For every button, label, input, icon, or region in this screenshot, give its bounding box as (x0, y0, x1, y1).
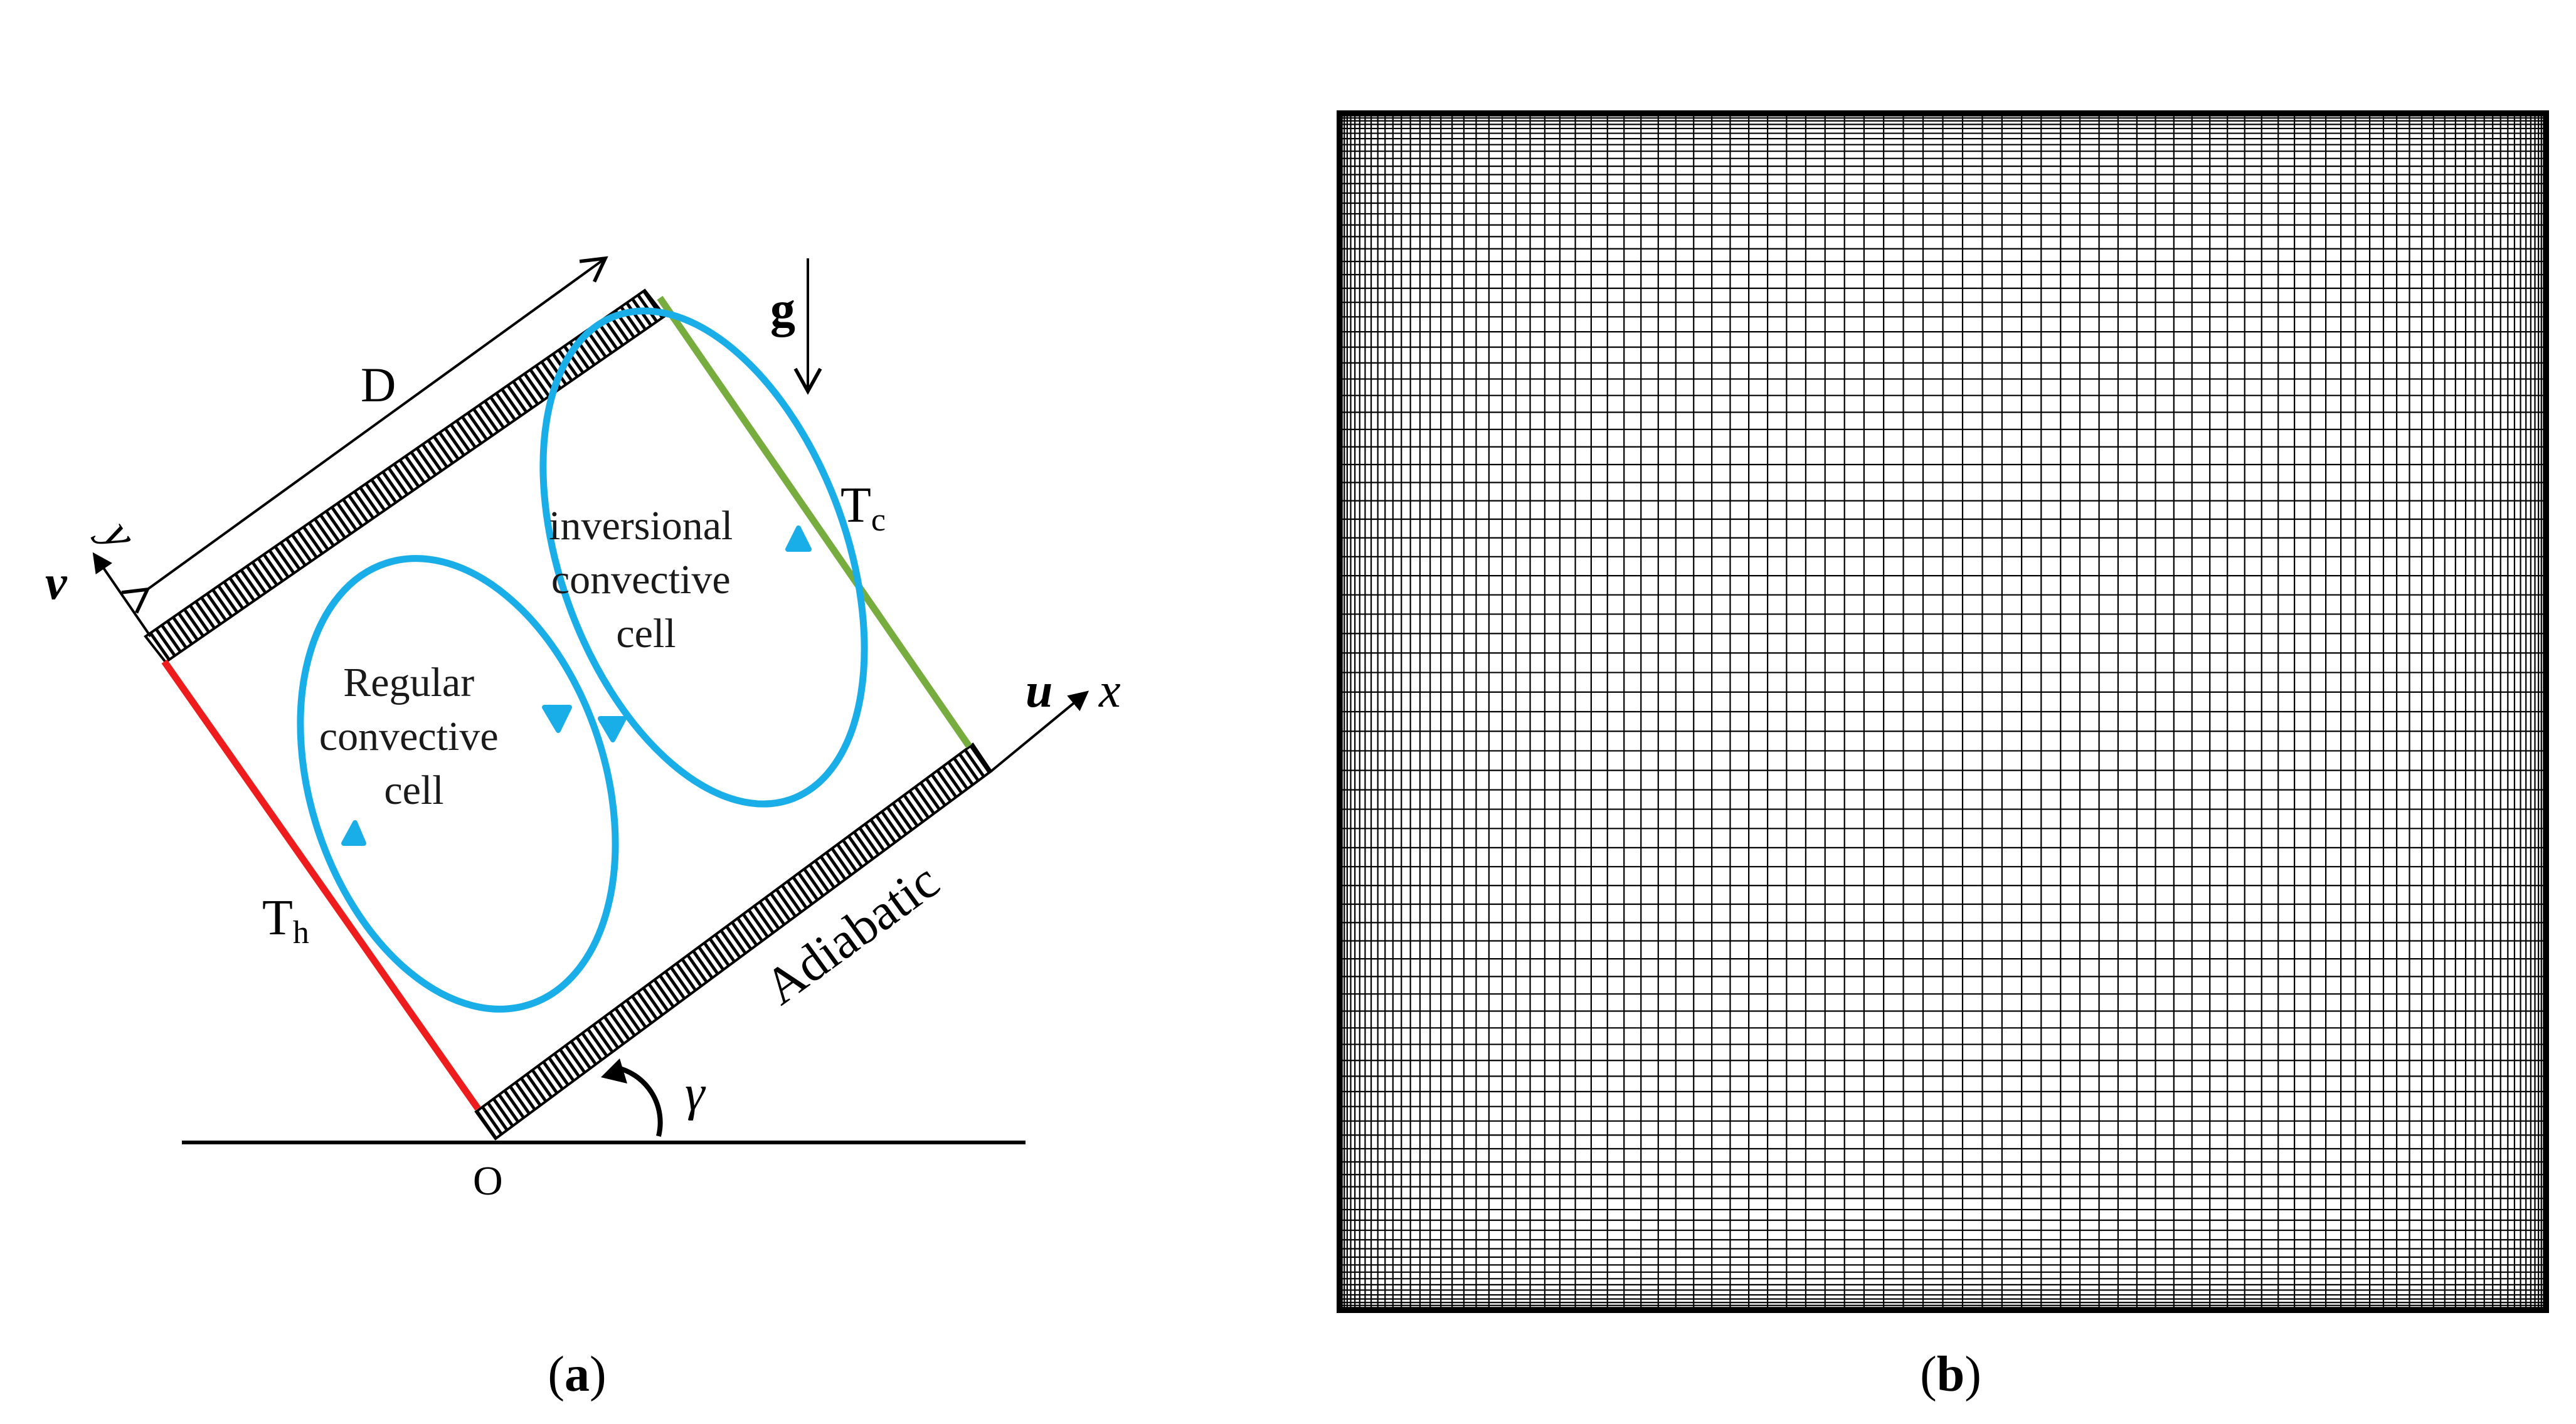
length-dimension-arrow (121, 256, 608, 614)
regular-cell-line-2: convective (319, 714, 499, 759)
angle-label: γ (685, 1066, 706, 1121)
hot-wall (161, 659, 481, 1111)
panel-b-caption: (b) (1920, 1347, 1981, 1402)
inversional-cell-line-3: cell (616, 611, 676, 657)
adiabatic-label: Adiabatic (754, 852, 949, 1016)
inversional-cell-arrow-left (598, 716, 627, 742)
x-axis-arrow (990, 690, 1089, 773)
panel-a-caption: (a) (548, 1347, 606, 1402)
inversional-cell-line-2: convective (551, 557, 731, 603)
hot-wall-symbol: T (262, 890, 293, 946)
angle-arc (614, 1065, 663, 1137)
regular-cell-line-3: cell (384, 767, 443, 813)
inversional-cell-line-1: inversional (549, 503, 733, 549)
y-axis-velocity: v (45, 555, 68, 609)
origin-label: O (473, 1158, 503, 1204)
regular-cell-label: Regular convective cell (319, 660, 509, 813)
bottom-adiabatic-wall (474, 742, 993, 1141)
y-axis-arrow (92, 552, 152, 638)
x-axis-velocity: u (1026, 663, 1052, 717)
gravity-label: g (770, 282, 795, 337)
inversional-convective-cell-loop (539, 307, 868, 808)
inversional-cell-arrow-right (785, 525, 812, 552)
angle-arrowhead (601, 1058, 627, 1084)
cold-wall (657, 295, 972, 749)
hot-wall-subscript: h (293, 915, 309, 951)
mesh-grid-lines (1338, 112, 2547, 1311)
panel-a-schematic: D g Tc Th v y u x Adiabatic γ O (45, 256, 1121, 1402)
cold-wall-subscript: c (871, 502, 886, 538)
mesh-border (1337, 110, 2549, 1313)
hot-wall-label: Th (262, 890, 309, 951)
y-axis-label: y (90, 507, 147, 559)
regular-cell-line-1: Regular (343, 660, 474, 705)
x-axis-label: x (1098, 663, 1121, 717)
regular-convective-cell-loop (297, 555, 619, 1013)
regular-cell-arrow-left (341, 820, 366, 846)
top-adiabatic-wall (144, 288, 667, 664)
length-label: D (361, 357, 396, 412)
panel-b-mesh: (b) (1337, 110, 2549, 1402)
inversional-cell-label: inversional convective cell (549, 503, 743, 657)
regular-cell-arrow-right (542, 705, 572, 733)
